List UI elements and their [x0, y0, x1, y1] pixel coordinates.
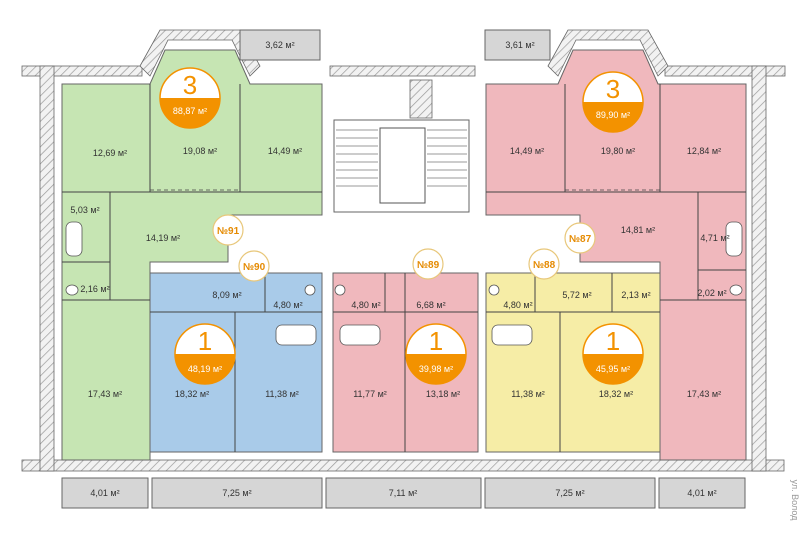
apartment-91-area[interactable] — [61, 49, 323, 461]
balcony-top-left-label: 3,62 м² — [265, 40, 294, 50]
badge-area: 39,98 м² — [419, 364, 453, 374]
outer-wall-left — [39, 65, 55, 472]
room-area-label: 6,68 м² — [416, 300, 445, 310]
room-area-label: 12,84 м² — [687, 146, 721, 156]
badge-area: 89,90 м² — [596, 110, 630, 120]
room-area-label: 13,18 м² — [426, 389, 460, 399]
room-area-label: 5,72 м² — [562, 290, 591, 300]
room-area-label: 11,38 м² — [265, 389, 299, 399]
room-area-label: 17,43 м² — [687, 389, 721, 399]
badge-rooms: 3 — [183, 70, 197, 100]
room-area-label: 19,08 м² — [183, 146, 217, 156]
apartment-number-text: №90 — [243, 262, 266, 273]
badge-rooms: 1 — [429, 326, 443, 356]
apartment-87-area[interactable] — [485, 49, 747, 461]
apartment-number-text: №87 — [569, 234, 592, 245]
room-area-label: 14,49 м² — [268, 146, 302, 156]
room-area-label: 4,80 м² — [273, 300, 302, 310]
apartment-number-89[interactable]: №89 — [412, 248, 444, 280]
balcony-bottom-3 — [325, 477, 482, 509]
outer-wall-top-right — [664, 65, 786, 77]
room-area-label: 8,09 м² — [212, 290, 241, 300]
room-area-label: 2,13 м² — [621, 290, 650, 300]
badge-apartment-90: 1 48,19 м² — [174, 323, 236, 385]
bay-wall-left — [139, 29, 261, 77]
room-area-label: 12,69 м² — [93, 148, 127, 158]
balcony-top-right — [484, 29, 551, 61]
stairwell — [333, 79, 470, 213]
badge-apartment-88: 1 45,95 м² — [582, 323, 644, 385]
room-area-label: 14,49 м² — [510, 146, 544, 156]
street-label: ул. Волод — [790, 480, 800, 522]
room-area-label: 17,43 м² — [88, 389, 122, 399]
room-area-label: 4,80 м² — [351, 300, 380, 310]
room-area-label: 5,03 м² — [70, 205, 99, 215]
room-area-label: 2,02 м² — [697, 288, 726, 298]
badge-area: 88,87 м² — [173, 106, 207, 116]
balcony-bottom-5 — [658, 477, 746, 509]
badge-area: 48,19 м² — [188, 364, 222, 374]
room-area-label: 18,32 м² — [599, 389, 633, 399]
room-area-label: 4,71 м² — [700, 233, 729, 243]
outer-wall-bottom — [21, 459, 785, 472]
apartment-number-text: №91 — [217, 226, 240, 237]
apartment-number-text: №88 — [533, 260, 556, 271]
room-area-label: 11,38 м² — [511, 389, 545, 399]
balcony-bottom-1-label: 4,01 м² — [90, 488, 119, 498]
room-area-label: 14,81 м² — [621, 225, 655, 235]
outer-wall-right — [751, 65, 767, 472]
apartment-number-91[interactable]: №91 — [212, 214, 244, 246]
badge-apartment-87: 3 89,90 м² — [582, 71, 644, 133]
room-area-label: 14,19 м² — [146, 233, 180, 243]
apartment-number-text: №89 — [417, 260, 440, 271]
badge-apartment-91: 3 88,87 м² — [159, 67, 221, 129]
interior-walls — [62, 84, 746, 452]
badge-area: 45,95 м² — [596, 364, 630, 374]
outer-wall-top-left — [21, 65, 143, 77]
badge-apartment-89: 1 39,98 м² — [405, 323, 467, 385]
bathroom-fixtures — [65, 221, 743, 346]
badge-rooms: 1 — [198, 326, 212, 356]
apartment-number-90[interactable]: №90 — [238, 250, 270, 282]
room-area-label: 18,32 м² — [175, 389, 209, 399]
balcony-bottom-3-label: 7,11 м² — [389, 488, 418, 498]
apartment-number-87[interactable]: №87 — [564, 222, 596, 254]
balcony-bottom-4-label: 7,25 м² — [555, 488, 584, 498]
room-area-label: 4,80 м² — [503, 300, 532, 310]
outer-wall-top-mid — [329, 65, 476, 77]
balcony-bottom-2-label: 7,25 м² — [222, 488, 251, 498]
badge-rooms: 1 — [606, 326, 620, 356]
balcony-top-left — [239, 29, 321, 61]
balcony-bottom-5-label: 4,01 м² — [687, 488, 716, 498]
apartment-number-88[interactable]: №88 — [528, 248, 560, 280]
bay-wall-right — [547, 29, 669, 77]
room-area-label: 19,80 м² — [601, 146, 635, 156]
room-area-label: 2,16 м² — [80, 284, 109, 294]
badge-rooms: 3 — [606, 74, 620, 104]
balcony-bottom-4 — [484, 477, 656, 509]
balcony-bottom-2 — [151, 477, 323, 509]
room-area-label: 11,77 м² — [353, 389, 387, 399]
balcony-bottom-1 — [61, 477, 149, 509]
balcony-top-right-label: 3,61 м² — [505, 40, 534, 50]
